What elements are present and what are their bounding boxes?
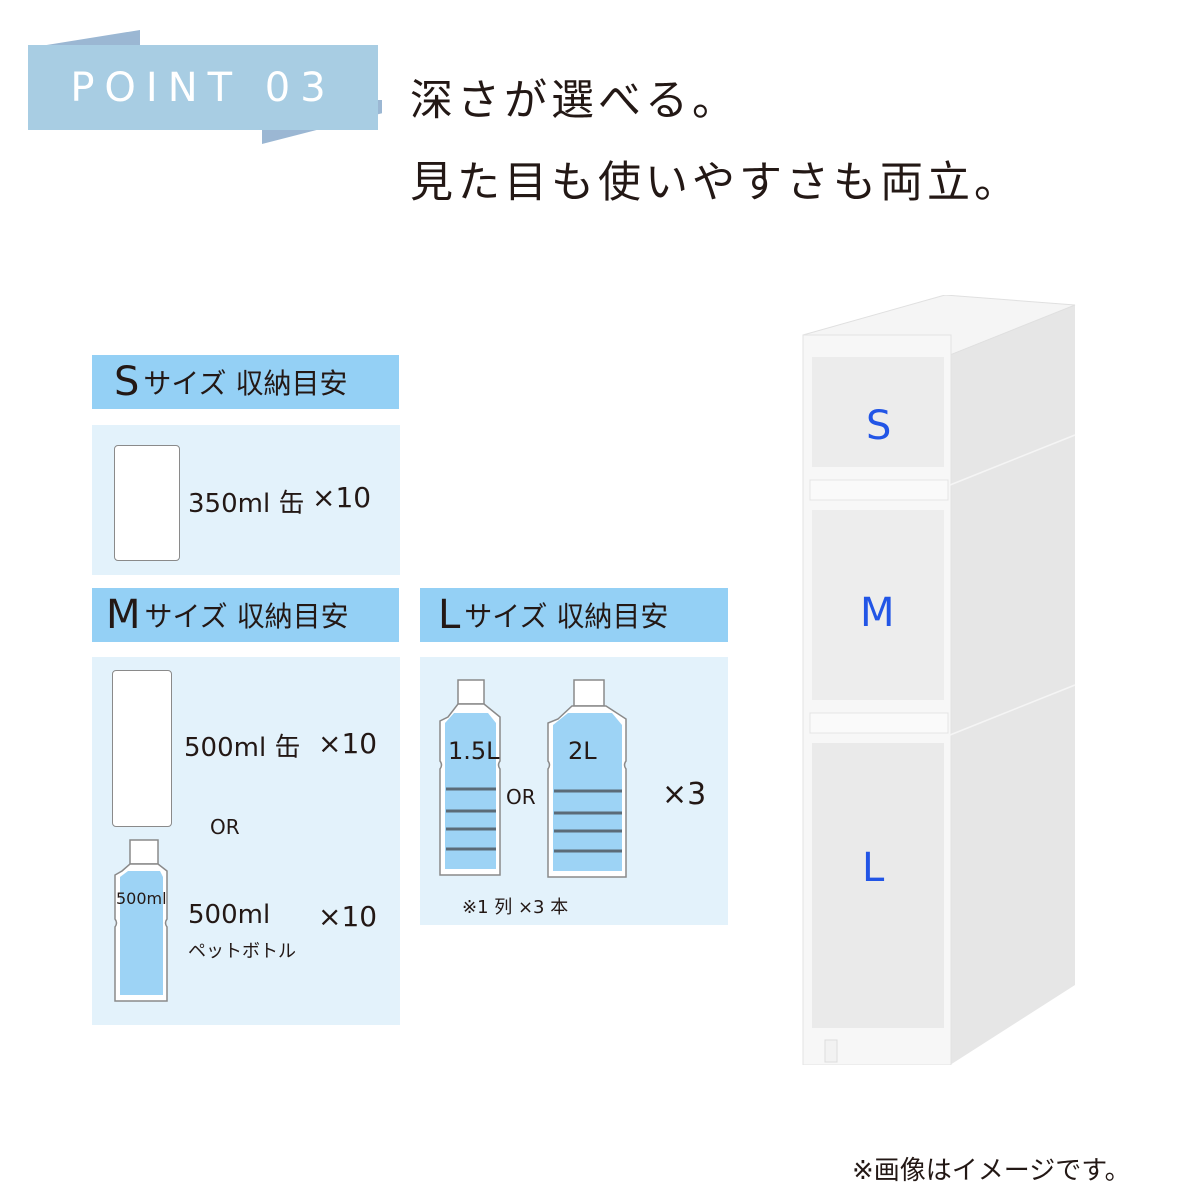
point-badge: POINT 03 — [28, 45, 378, 130]
l-or-label: OR — [506, 785, 536, 809]
headline-line2: 見た目も使いやすさも両立。 — [410, 158, 1021, 208]
l-size-header: L サイズ 収納目安 — [420, 588, 728, 642]
l-size-letter: L — [438, 592, 461, 638]
l-note: ※1 列 ×3 本 — [462, 897, 569, 918]
drawer-label-m: M — [860, 590, 895, 636]
bottle-2l-icon — [547, 679, 627, 878]
m-size-panel: 500ml 缶 ×10 OR 500ml 500ml ペットボトル ×10 — [92, 657, 400, 1025]
l-size-panel: 1.5L OR 2L ×3 ※1 列 ×3 本 — [420, 657, 728, 925]
headline: 深さが選べる。 見た目も使いやすさも両立。 — [410, 60, 1021, 224]
drawer-label-s: S — [866, 403, 892, 449]
m-item2-sublabel: ペットボトル — [188, 941, 296, 962]
s-item-label: 350ml 缶 — [188, 489, 305, 519]
product-cabinet: S M L — [800, 294, 1080, 1066]
s-size-title: サイズ 収納目安 — [143, 367, 348, 400]
s-item-qty: ×10 — [312, 481, 372, 514]
s-size-letter: S — [114, 359, 140, 405]
bottle-1-5l-label: 1.5L — [448, 737, 500, 765]
m-item1-label: 500ml 缶 — [184, 733, 301, 763]
image-disclaimer: ※画像はイメージです。 — [852, 1156, 1131, 1186]
m-item2-label: 500ml — [188, 900, 271, 930]
l-qty: ×3 — [662, 777, 707, 812]
pet-bottle-icon — [114, 839, 168, 1002]
cabinet-illustration — [802, 294, 1076, 1066]
can-icon — [114, 445, 180, 561]
m-or-label: OR — [210, 815, 240, 839]
m-item1-qty: ×10 — [318, 727, 378, 760]
bottle-2l-label: 2L — [568, 737, 597, 765]
pet-bottle-label: 500ml — [116, 889, 167, 908]
point-badge-label: POINT 03 — [70, 64, 336, 111]
s-size-panel: 350ml 缶 ×10 — [92, 425, 400, 575]
m-item2-qty: ×10 — [318, 900, 378, 933]
m-size-header: M サイズ 収納目安 — [92, 588, 399, 642]
can-icon — [112, 670, 172, 827]
m-size-title: サイズ 収納目安 — [144, 600, 349, 633]
headline-line1: 深さが選べる。 — [410, 76, 739, 126]
s-size-header: S サイズ 収納目安 — [92, 355, 399, 409]
l-size-title: サイズ 収納目安 — [464, 600, 669, 633]
m-size-letter: M — [106, 592, 141, 638]
drawer-label-l: L — [862, 845, 885, 891]
bottle-1-5l-icon — [439, 679, 501, 876]
